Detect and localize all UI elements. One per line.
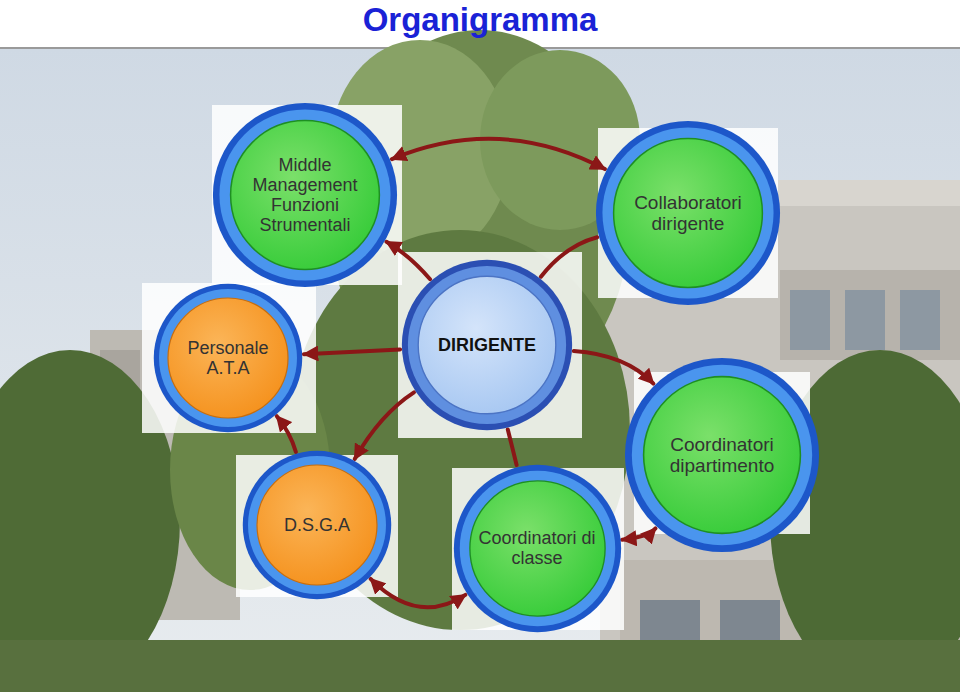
text-group: Middle Management Funzioni Strumentali: [249, 155, 361, 236]
org-circle: Coordinatori dipartimento: [624, 357, 820, 553]
node-label: Coordinatori di classe: [478, 528, 596, 568]
connector-arrow: [355, 392, 414, 459]
node-label: Coordinatori dipartimento: [652, 434, 792, 477]
node-label: D.S.G.A: [284, 515, 350, 535]
text-group: D.S.G.A: [284, 515, 350, 535]
text-group: Coordinatori di classe: [478, 528, 596, 568]
page-title: Organigramma: [0, 0, 960, 44]
org-circle: Middle Management Funzioni Strumentali: [212, 102, 398, 288]
connector-arrow: [277, 416, 296, 452]
connector-arrow: [387, 242, 431, 279]
org-circle: Coordinatori di classe: [453, 464, 622, 633]
org-circle: Personale A.T.A: [153, 283, 303, 433]
connector-arrow: [371, 579, 466, 607]
connector-arrow: [508, 430, 517, 466]
connector-arrow: [392, 139, 605, 169]
org-circle: DIRIGENTE: [401, 259, 573, 431]
node-label: Collaboratori dirigente: [622, 192, 754, 235]
connector-arrow: [574, 351, 654, 384]
node-label: Middle Management Funzioni Strumentali: [249, 155, 361, 236]
text-group: Collaboratori dirigente: [622, 192, 754, 235]
node-label: DIRIGENTE: [438, 335, 536, 355]
text-group: Coordinatori dipartimento: [652, 434, 792, 477]
node-label: Personale A.T.A: [178, 338, 278, 378]
text-group: DIRIGENTE: [438, 335, 536, 355]
org-circle: D.S.G.A: [242, 450, 392, 600]
connector-arrow: [541, 237, 597, 277]
connector-arrow: [622, 528, 655, 539]
text-group: Personale A.T.A: [178, 338, 278, 378]
org-circle: Collaboratori dirigente: [595, 120, 781, 306]
connector-arrow: [304, 349, 400, 354]
